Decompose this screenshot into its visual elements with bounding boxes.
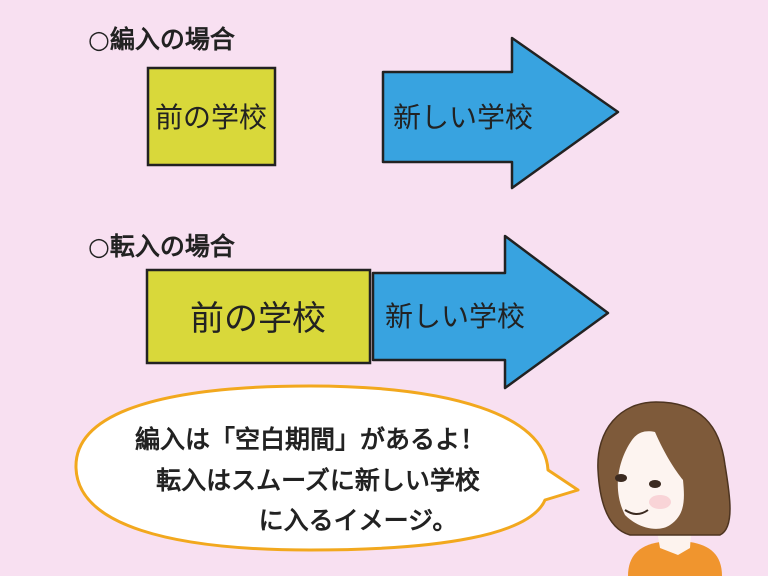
old-school-label-1: 前の学校 (155, 101, 267, 134)
speech-bubble (74, 384, 580, 552)
shirt (628, 542, 722, 576)
new-school-label-2: 新しい学校 (385, 300, 525, 333)
speech-line-1: 編入は「空白期間」があるよ！ (135, 425, 485, 454)
new-school-arrow-2 (371, 234, 610, 390)
speech-line-2: 転入はスムーズに新しい学校 (156, 466, 481, 495)
old-school-box-2 (145, 268, 372, 365)
cheek (649, 495, 671, 509)
new-school-label-1: 新しい学校 (393, 101, 533, 134)
character-illustration (597, 401, 731, 576)
mouth (624, 509, 649, 515)
right-eye (649, 480, 661, 488)
left-eye (615, 474, 627, 482)
section1-heading: ○編入の場合 (88, 25, 236, 54)
section2-heading: ○転入の場合 (88, 232, 236, 261)
speech-line-3: に入るイメージ。 (259, 506, 458, 535)
old-school-label-2: 前の学校 (190, 299, 326, 339)
new-school-arrow-1 (381, 36, 620, 190)
old-school-box-1 (146, 66, 277, 167)
